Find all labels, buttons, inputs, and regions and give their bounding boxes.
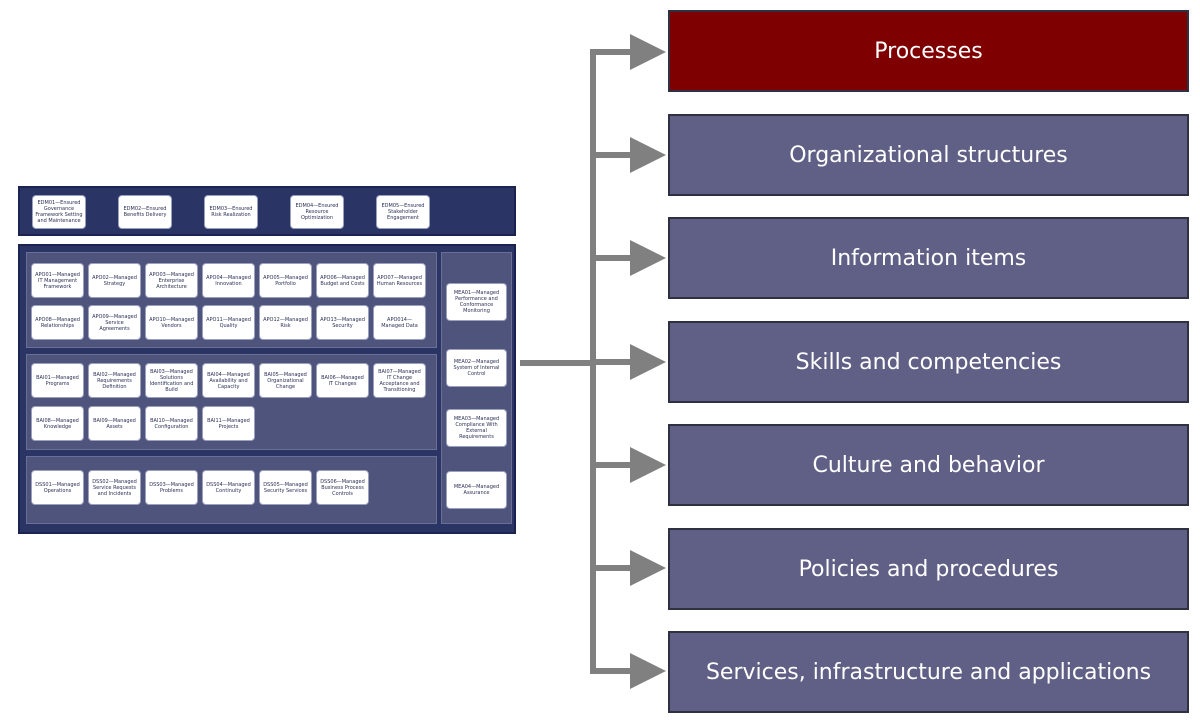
- process-card-apo08: APO08—Managed Relationships: [31, 305, 84, 340]
- process-card-edm05: EDM05—Ensured Stakeholder Engagement: [376, 195, 430, 229]
- process-card-dss06: DSS06—Managed Business Process Controls: [316, 470, 369, 505]
- process-card-edm04: EDM04—Ensured Resource Optimization: [290, 195, 344, 229]
- process-card-apo14: APO014—Managed Data: [373, 305, 426, 340]
- component-culture-and-behavior: Culture and behavior: [668, 424, 1189, 506]
- component-information-items: Information items: [668, 217, 1189, 299]
- mea-group: MEA01—Managed Performance and Conformanc…: [441, 252, 512, 524]
- process-card-mea01: MEA01—Managed Performance and Conformanc…: [446, 283, 507, 321]
- edm-panel: EDM01—Ensured Governance Framework Setti…: [18, 186, 516, 236]
- process-card-bai03: BAI03—Managed Solutions Identification a…: [145, 363, 198, 398]
- process-card-bai04: BAI04—Managed Availability and Capacity: [202, 363, 255, 398]
- process-card-apo01: APO01—Managed IT Management Framework: [31, 263, 84, 298]
- process-card-mea03: MEA03—Managed Compliance With External R…: [446, 409, 507, 447]
- process-card-bai01: BAI01—Managed Programs: [31, 363, 84, 398]
- process-card-bai08: BAI08—Managed Knowledge: [31, 406, 84, 441]
- process-card-bai06: BAI06—Managed IT Changes: [316, 363, 369, 398]
- process-card-edm03: EDM03—Ensured Risk Realization: [204, 195, 258, 229]
- process-card-bai11: BAI11—Managed Projects: [202, 406, 255, 441]
- component-skills-and-competencies: Skills and competencies: [668, 321, 1189, 403]
- process-card-apo07: APO07—Managed Human Resources: [373, 263, 426, 298]
- process-card-edm01: EDM01—Ensured Governance Framework Setti…: [32, 195, 86, 229]
- apo-group: APO01—Managed IT Management Framework AP…: [26, 252, 437, 348]
- process-card-bai05: BAI05—Managed Organizational Change: [259, 363, 312, 398]
- process-card-dss02: DSS02—Managed Service Requests and Incid…: [88, 470, 141, 505]
- process-card-apo04: APO04—Managed Innovation: [202, 263, 255, 298]
- process-card-mea02: MEA02—Managed System of Internal Control: [446, 349, 507, 387]
- process-card-apo11: APO11—Managed Quality: [202, 305, 255, 340]
- process-card-mea04: MEA04—Managed Assurance: [446, 471, 507, 509]
- process-card-bai02: BAI02—Managed Requirements Definition: [88, 363, 141, 398]
- process-card-bai10: BAI10—Managed Configuration: [145, 406, 198, 441]
- process-card-bai07: BAI07—Managed IT Change Acceptance and T…: [373, 363, 426, 398]
- process-card-apo09: APO09—Managed Service Agreements: [88, 305, 141, 340]
- process-card-bai09: BAI09—Managed Assets: [88, 406, 141, 441]
- management-panel: APO01—Managed IT Management Framework AP…: [18, 244, 516, 534]
- process-card-apo12: APO12—Managed Risk: [259, 305, 312, 340]
- bai-group: BAI01—Managed Programs BAI02—Managed Req…: [26, 354, 437, 450]
- component-policies-and-procedures: Policies and procedures: [668, 528, 1189, 610]
- process-card-apo06: APO06—Managed Budget and Costs: [316, 263, 369, 298]
- process-card-dss05: DSS05—Managed Security Services: [259, 470, 312, 505]
- component-services-infrastructure-applications: Services, infrastructure and application…: [668, 631, 1189, 713]
- component-organizational-structures: Organizational structures: [668, 114, 1189, 196]
- process-card-dss01: DSS01—Managed Operations: [31, 470, 84, 505]
- process-card-apo10: APO10—Managed Vendors: [145, 305, 198, 340]
- process-card-apo13: APO13—Managed Security: [316, 305, 369, 340]
- component-processes: Processes: [668, 10, 1189, 92]
- process-card-dss04: DSS04—Managed Continuity: [202, 470, 255, 505]
- process-card-apo02: APO02—Managed Strategy: [88, 263, 141, 298]
- process-card-edm02: EDM02—Ensured Benefits Delivery: [118, 195, 172, 229]
- process-card-apo05: APO05—Managed Portfolio: [259, 263, 312, 298]
- process-card-apo03: APO03—Managed Enterprise Architecture: [145, 263, 198, 298]
- process-card-dss03: DSS03—Managed Problems: [145, 470, 198, 505]
- dss-group: DSS01—Managed Operations DSS02—Managed S…: [26, 456, 437, 524]
